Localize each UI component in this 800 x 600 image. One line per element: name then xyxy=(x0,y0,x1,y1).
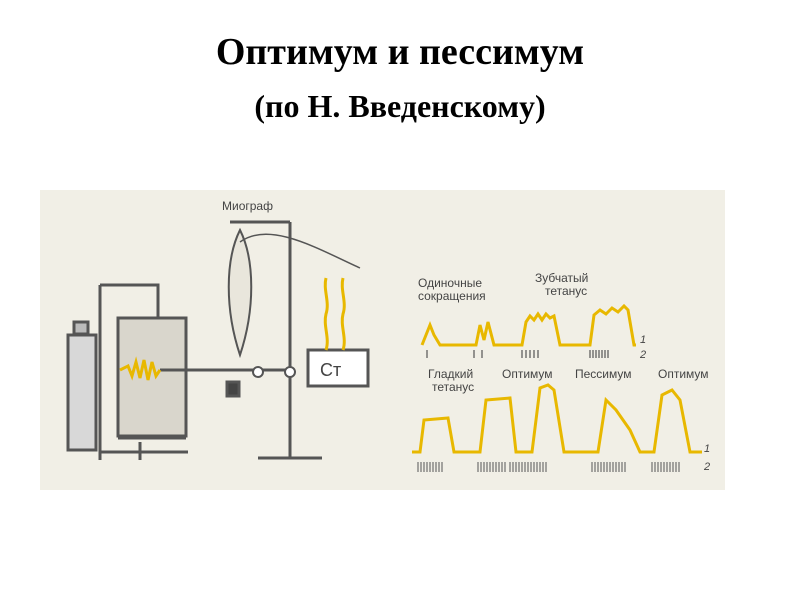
label-pessimum: Пессимум xyxy=(575,367,632,381)
label-smooth-2: тетанус xyxy=(432,380,474,394)
label-optimum-1: Оптимум xyxy=(502,367,553,381)
kymograph-cylinder xyxy=(66,333,98,452)
top-trace-number-2: 2 xyxy=(639,349,646,361)
myograph-label: Миограф xyxy=(222,199,273,213)
bottom-trace-number-2: 2 xyxy=(703,461,710,473)
electrode-left xyxy=(323,277,329,351)
page-title: Оптимум и пессимум xyxy=(215,31,585,73)
bottom-trace-number-1: 1 xyxy=(704,443,710,455)
kymograph-knob xyxy=(72,320,90,336)
pivot-1 xyxy=(252,366,264,378)
top-trace-number-1: 1 xyxy=(640,334,646,346)
label-serrated-2: тетанус xyxy=(545,284,587,298)
electrode-right xyxy=(340,277,346,351)
stimulator-box xyxy=(306,348,370,388)
label-smooth-1: Гладкий xyxy=(428,367,473,381)
label-single-1: Одиночные xyxy=(418,276,482,290)
trace-top-contraction xyxy=(420,303,636,347)
stimulator-label: Ст xyxy=(320,360,341,380)
vvedensky-diagram: Миограф Ст Одиночные сокращения Зубчатый… xyxy=(40,190,725,490)
page-subtitle: (по Н. Введенскому) xyxy=(254,88,546,124)
kymograph-frame xyxy=(98,283,188,460)
muscle xyxy=(227,227,253,359)
stimulus-marks-bottom xyxy=(417,462,680,472)
stimulus-marks-top xyxy=(426,350,609,358)
pivot-2 xyxy=(284,366,296,378)
apparatus xyxy=(66,220,370,460)
trace-bottom-contraction xyxy=(412,383,702,454)
weight xyxy=(225,380,241,398)
label-serrated-1: Зубчатый xyxy=(535,271,588,285)
myograph-stand xyxy=(230,220,322,460)
label-optimum-2: Оптимум xyxy=(658,367,709,381)
electrode-wires xyxy=(239,233,361,269)
label-single-2: сокращения xyxy=(418,289,486,303)
drum-recording xyxy=(119,356,162,381)
kymograph-drum xyxy=(116,316,188,438)
